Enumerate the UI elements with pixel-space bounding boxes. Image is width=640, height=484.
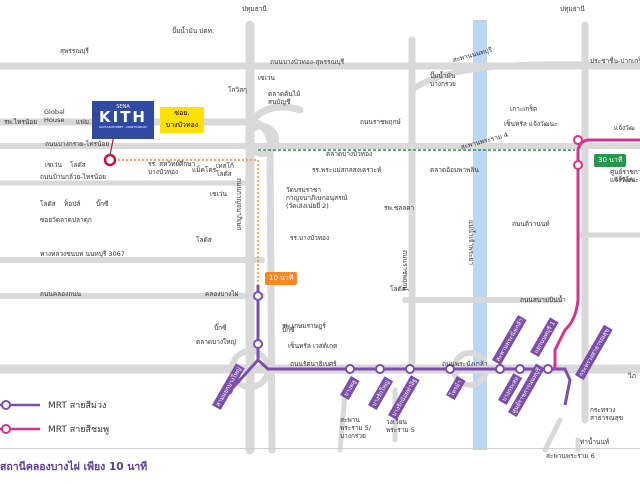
- road-label-chao-river: แม่น้ำเจ้าพระยา: [467, 220, 475, 265]
- map-label-ptt-top: ปั๊มน้ำมัน ปตท.: [172, 27, 214, 35]
- legend-purple-icon: [0, 400, 40, 410]
- footer-text: สถานีคลองบางไผ่ เพียง 10 นาที: [0, 461, 148, 473]
- map-label-big-c2: บิ๊กซี: [282, 326, 295, 334]
- map-label-tawaeng: เซเว่น: [258, 74, 275, 82]
- footer-divider: [0, 448, 640, 449]
- road-label-road-kanchana: ถนนกาญจนาภิเษก: [235, 178, 243, 231]
- map-label-bridge-rama5: สะพาน พระราม 5/ บางกรวย: [340, 416, 372, 440]
- project-location-marker: [103, 153, 117, 167]
- map-label-chaeng-top: แจ้งวัฒ: [614, 124, 635, 132]
- callout-line-1: ซอย.: [174, 109, 190, 117]
- map-label-talad-tonmai: ตลาดต้นไม้ สนบัญชี: [268, 90, 301, 106]
- map-label-rp-sainoi: รพ.ไทรน้อย: [4, 118, 38, 126]
- legend-purple: MRT สายสีม่วง: [0, 398, 106, 412]
- road-label-road-ratchapruek2: ถนนราชพฤกษ์: [401, 250, 409, 291]
- map-label-school3: รร.พระแม่สกลสงเคราะห์: [312, 166, 382, 174]
- map-label-road-bbt-suphan: ถนนบางบัวทอง-สุพรรณบุรี: [270, 58, 345, 66]
- pink-line: [553, 138, 640, 369]
- pink-station-2: [573, 160, 583, 170]
- map-label-wisakorn: วิภ: [628, 372, 636, 380]
- map-label-seven3: เซเว่น: [210, 190, 227, 198]
- map-label-hospital-ch: รพ.ชลลดา: [384, 204, 415, 212]
- map-label-road-chaloem: ถนนพระนั่งเกล้า: [442, 360, 488, 368]
- brand-sub: RATTANATHIBET - NONTHABURI: [99, 125, 147, 129]
- river: [473, 20, 487, 450]
- map-label-school2: รร.บางบัวทอง: [290, 234, 330, 242]
- map-label-bridge-rama6: สะพานพระราม 6: [546, 452, 595, 460]
- map-label-road-klongthanon: ถนนคลองถนน: [40, 290, 82, 298]
- map-label-ktc-hospital: รพ.เกษมราษฎร์: [282, 322, 326, 330]
- map-label-pathum-left: ปทุมธานี: [242, 5, 267, 13]
- orange-route: [110, 159, 259, 290]
- brand-logo: SENA KITH RATTANATHIBET - NONTHABURI: [92, 101, 154, 139]
- map-label-big-c: บิ๊กซี: [96, 200, 109, 208]
- time-badge-30: 30 นาที: [594, 154, 627, 167]
- map-label-tesco1: แม็คโคร: [192, 166, 217, 174]
- map-label-road-banklui: ถนนบ้านกล้วย-ไทรน้อย: [40, 173, 106, 181]
- brand-top: SENA: [116, 104, 130, 110]
- map-label-talad-bbt: ตลาดบางบัวทอง: [326, 150, 373, 158]
- legend-pink: MRT สายสีชมพู: [0, 422, 109, 436]
- map-label-lotus5: โลตัส: [390, 285, 406, 293]
- map-label-ministry-bot: กระทรวง สาธารณสุข: [590, 406, 624, 422]
- map-label-wat-bang: วัดบรมราชา กาญจนาภิเษกอนุสรณ์ (วัดเล่งเน…: [286, 186, 348, 210]
- legend-pink-icon: [0, 424, 40, 434]
- map-label-kakret: เกาะเกร็ด: [510, 105, 538, 113]
- map-label-lotus3: เทสโก้ โลตัส: [216, 162, 234, 178]
- map-label-lotus4: โลตัส: [196, 236, 212, 244]
- map-label-talad-dee: ตลาดอ้อมพาพลิน: [430, 166, 479, 174]
- map-label-station-taladbangyai: ตลาดบางใหญ่: [196, 338, 237, 346]
- legend-purple-label: MRT สายสีม่วง: [48, 401, 107, 411]
- map-label-school1: รร. สหวิทย์ศึกษา บางบัวทอง: [148, 160, 196, 176]
- map-label-familymart: แฟม.: [76, 118, 92, 126]
- map-label-road-sanambinnam: ถนนสนามบินน้ำ: [520, 296, 566, 304]
- map-label-road-rattanathibet: ถนนรัตนาธิเบศร์: [290, 360, 337, 368]
- map-label-globo: โกวิสกุ: [228, 86, 247, 94]
- map-label-pracha-pakkred: ประชาชื่น-ปากเกร็ด: [590, 57, 640, 65]
- map-label-big-c3: บิ๊กซี: [214, 324, 227, 332]
- map-label-lotus2: โลตัส: [40, 200, 56, 208]
- map-label-road-tiwanon: ถนนติวานนท์: [512, 220, 550, 228]
- map-label-kanchana: ทางหลวงชนบท นนทบุรี 3067: [40, 250, 125, 258]
- brand-name: KITH: [99, 108, 147, 126]
- map-label-suphan: สุพรรณบุรี: [60, 47, 89, 55]
- map-label-pier: ท่าน้ำนนท์: [580, 438, 610, 446]
- map-label-global-house: Global House: [44, 108, 65, 124]
- map-label-pathum-right: ปทุมธานี: [560, 5, 585, 13]
- roundabout-1: [245, 123, 279, 157]
- map-label-road-bangkruay: ถนนบางกรวย-ไทรน้อย: [45, 140, 110, 148]
- map-label-lotus1: โลตัส: [70, 161, 86, 169]
- map-label-govt-center: ศูนย์ราชการ แจ้งวัฒนะ: [610, 168, 640, 184]
- callout-line-2: บางบัวทอง: [165, 121, 199, 129]
- map-label-soi-watla: ซอยวัดลาดปลาดุก: [40, 216, 92, 224]
- legend-pink-label: MRT สายสีชมพู: [48, 425, 110, 435]
- map-label-chaeng2: แจ้งวัฒ: [614, 175, 635, 183]
- district-callout: ซอย. บางบัวทอง: [160, 107, 204, 133]
- map-label-wongwien-rama5: วงเวียน พระราม 5: [386, 418, 415, 434]
- map-label-topsmarket: ท็อปส์: [64, 200, 81, 208]
- pink-station-1: [573, 135, 583, 145]
- map-label-central-west: เซ็นทรัล เวสต์เกต: [288, 342, 338, 350]
- map-label-central-wat: เซ็นทรัล แจ้งวัฒนะ: [504, 120, 558, 128]
- map-label-ptt-mid: ปั๊มน้ำมัน บางกรวย: [430, 72, 456, 88]
- map-label-road-ratchapruek: ถนนราชพฤกษ์: [360, 118, 401, 126]
- map-label-station-klongbangphai: คลองบางไผ่: [205, 290, 239, 298]
- map-label-seven2: เซเว่น: [45, 161, 62, 169]
- time-badge-10: 10 นาที: [265, 272, 298, 285]
